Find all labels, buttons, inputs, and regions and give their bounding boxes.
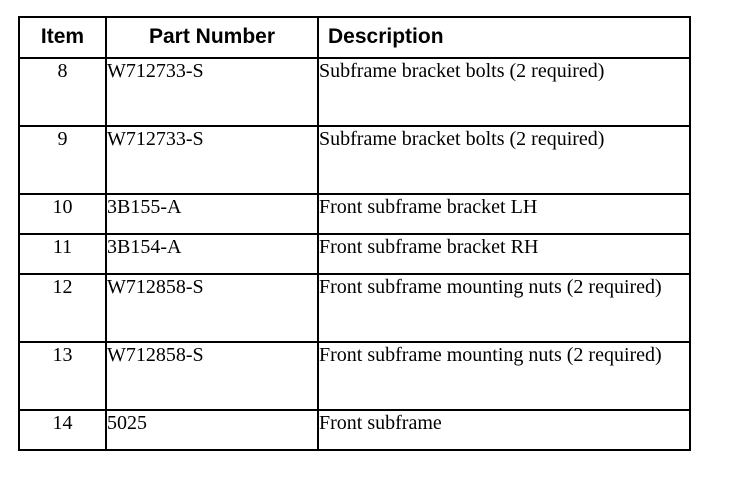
table-row: 13 W712858-S Front subframe mounting nut… (18, 341, 691, 411)
column-header-item-label: Item (40, 25, 85, 48)
cell-item: 12 (18, 273, 107, 343)
column-header-part-number-label: Part Number (148, 25, 276, 48)
cell-description: Front subframe bracket LH (317, 193, 691, 235)
cell-description: Front subframe mounting nuts (2 required… (317, 341, 691, 411)
cell-description: Front subframe mounting nuts (2 required… (317, 273, 691, 343)
cell-part-number: W712858-S (105, 341, 319, 411)
column-header-description-label: Description (328, 25, 444, 48)
cell-part-number: 3B155-A (105, 193, 319, 235)
table-row: 14 5025 Front subframe (18, 409, 691, 451)
column-header-part-number: Part Number (105, 16, 319, 59)
cell-item: 11 (18, 233, 107, 275)
cell-part-number: W712733-S (105, 57, 319, 127)
cell-part-number: W712733-S (105, 125, 319, 195)
cell-part-number: 3B154-A (105, 233, 319, 275)
table-row: 12 W712858-S Front subframe mounting nut… (18, 273, 691, 343)
cell-description: Front subframe (317, 409, 691, 451)
cell-item: 10 (18, 193, 107, 235)
cell-description: Subframe bracket bolts (2 required) (317, 125, 691, 195)
cell-item: 13 (18, 341, 107, 411)
cell-item: 9 (18, 125, 107, 195)
cell-item: 14 (18, 409, 107, 451)
column-header-item: Item (18, 16, 107, 59)
table-row: 9 W712733-S Subframe bracket bolts (2 re… (18, 125, 691, 195)
parts-table: Item Part Number Description 8 W712733-S… (18, 16, 691, 451)
cell-description: Subframe bracket bolts (2 required) (317, 57, 691, 127)
table-row: 10 3B155-A Front subframe bracket LH (18, 193, 691, 235)
table-row: 8 W712733-S Subframe bracket bolts (2 re… (18, 57, 691, 127)
cell-item: 8 (18, 57, 107, 127)
table-row: 11 3B154-A Front subframe bracket RH (18, 233, 691, 275)
cell-part-number: W712858-S (105, 273, 319, 343)
column-header-description: Description (317, 16, 691, 59)
table-body: 8 W712733-S Subframe bracket bolts (2 re… (18, 57, 691, 451)
table-header: Item Part Number Description (18, 16, 691, 59)
table-header-row: Item Part Number Description (18, 16, 691, 59)
cell-part-number: 5025 (105, 409, 319, 451)
cell-description: Front subframe bracket RH (317, 233, 691, 275)
